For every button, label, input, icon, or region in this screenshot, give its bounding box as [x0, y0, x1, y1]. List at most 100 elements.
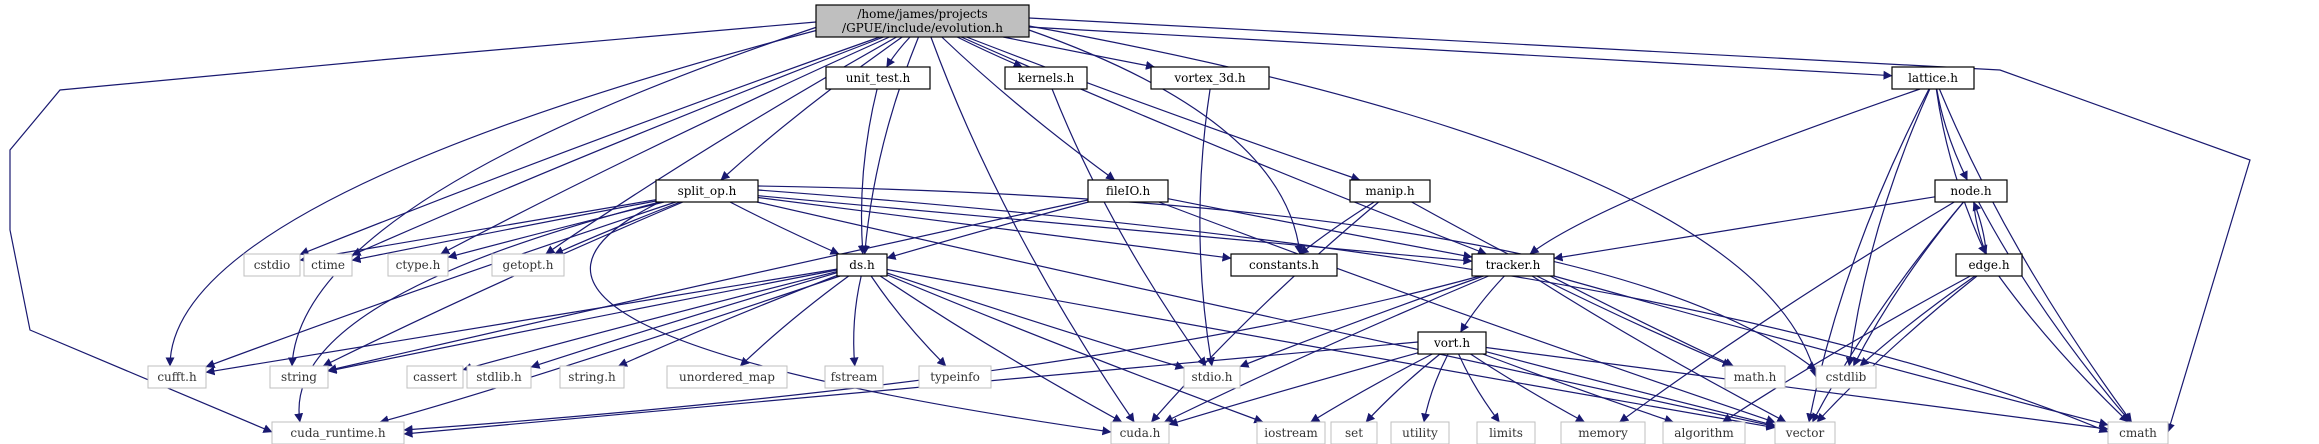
edge-manip-to-cuda_h: [1150, 201, 1379, 423]
node-label: node.h: [1950, 184, 1992, 198]
edge-evolution-to-ctype_h: [440, 36, 890, 255]
edge-vort-to-vector: [1485, 351, 1776, 428]
node-box: [1417, 331, 1487, 355]
node-vector[interactable]: vector: [1774, 421, 1836, 444]
node-label: kernels.h: [1018, 71, 1075, 85]
edge-ds-to-stdlib_h: [530, 272, 838, 369]
node-label: edge.h: [1968, 258, 2009, 272]
node-label: cufft.h: [157, 370, 197, 384]
edge-edge-to-cmath: [1998, 275, 2129, 423]
node-set[interactable]: set: [1330, 421, 1378, 444]
node-utility[interactable]: utility: [1390, 421, 1450, 444]
edge-tracker-to-vort: [1460, 275, 1505, 333]
node-split_op[interactable]: split_op.h: [655, 179, 759, 203]
node-limits[interactable]: limits: [1476, 421, 1536, 444]
node-label: cstdio: [254, 258, 290, 272]
edge-node-to-tracker: [1553, 196, 1936, 262]
node-label: iostream: [1264, 426, 1318, 440]
edge-vort-to-utility: [1421, 353, 1449, 423]
edge-lattice-to-node: [1936, 88, 1968, 181]
edge-manip-to-math_h: [1411, 201, 1734, 367]
node-unordered_map[interactable]: unordered_map: [666, 365, 788, 389]
node-cstdlib[interactable]: cstdlib: [1815, 365, 1877, 389]
node-cuda_h[interactable]: cuda.h: [1110, 421, 1170, 444]
node-string_h[interactable]: string.h: [559, 365, 625, 389]
node-box: [406, 365, 464, 389]
node-box: [491, 253, 565, 277]
node-ctime[interactable]: ctime: [303, 253, 353, 277]
node-stdio_h[interactable]: stdio.h: [1183, 365, 1241, 389]
edge-tracker-to-math_h: [1536, 275, 1732, 367]
node-box: [1230, 253, 1338, 277]
node-cstdio[interactable]: cstdio: [243, 253, 301, 277]
node-memory[interactable]: memory: [1560, 421, 1646, 444]
node-box: [825, 66, 931, 90]
edge-node-to-cmath: [1978, 201, 2131, 423]
edge-evolution-to-fileIO: [941, 36, 1116, 181]
edge-split_op-to-cstdlib: [757, 185, 1817, 371]
node-box: [559, 365, 625, 389]
node-label: vort.h: [1433, 336, 1470, 350]
node-math_h[interactable]: math.h: [1724, 365, 1786, 389]
node-label: ctime: [311, 258, 345, 272]
edge-fileIO-to-vector: [1158, 201, 1776, 424]
node-box: [1349, 179, 1431, 203]
node-constants[interactable]: constants.h: [1230, 253, 1338, 277]
node-cufft_h[interactable]: cufft.h: [147, 365, 207, 389]
edge-evolution-to-manip: [966, 36, 1361, 182]
node-edge[interactable]: edge.h: [1955, 253, 2023, 277]
edge-evolution-to-cufft_h: [165, 29, 819, 367]
node-iostream[interactable]: iostream: [1256, 421, 1326, 444]
edge-lattice-to-tracker: [1529, 88, 1921, 255]
edge-tracker-to-cuda_h: [1163, 275, 1489, 423]
node-cassert[interactable]: cassert: [406, 365, 464, 389]
node-getopt_h[interactable]: getopt.h: [491, 253, 565, 277]
node-ctype_h[interactable]: ctype.h: [387, 253, 449, 277]
node-box: [466, 365, 532, 389]
node-label: string.h: [568, 370, 616, 384]
node-manip[interactable]: manip.h: [1349, 179, 1431, 203]
edge-kernels-to-stdio_h: [1051, 88, 1207, 367]
edge-node-to-memory: [1619, 201, 1955, 423]
node-evolution[interactable]: /home/james/projects/GPUE/include/evolut…: [815, 4, 1030, 38]
node-node[interactable]: node.h: [1934, 179, 2008, 203]
edge-tracker-to-cmath: [1553, 275, 2109, 428]
node-lattice[interactable]: lattice.h: [1891, 66, 1975, 90]
node-string[interactable]: string: [269, 365, 329, 389]
edge-vort-to-limits: [1458, 353, 1500, 423]
node-box: [1774, 421, 1836, 444]
node-vort[interactable]: vort.h: [1417, 331, 1487, 355]
node-unit_test[interactable]: unit_test.h: [825, 66, 931, 90]
node-vortex_3d[interactable]: vortex_3d.h: [1150, 66, 1270, 90]
edge-evolution-to-kernels: [956, 36, 1023, 68]
edge-split_op-to-cufft_h: [205, 201, 676, 369]
edge-split_op-to-ctime: [351, 200, 657, 264]
node-fstream[interactable]: fstream: [824, 365, 884, 389]
node-box: [1150, 66, 1270, 90]
node-label: fstream: [831, 370, 878, 384]
node-box: [1724, 365, 1786, 389]
node-stdlib_h[interactable]: stdlib.h: [466, 365, 532, 389]
node-box: [1004, 66, 1088, 90]
node-typeinfo[interactable]: typeinfo: [918, 365, 992, 389]
node-cuda_runtime_h[interactable]: cuda_runtime.h: [271, 421, 405, 444]
node-label: unit_test.h: [846, 71, 911, 85]
node-label: cmath: [2119, 426, 2157, 440]
node-ds[interactable]: ds.h: [836, 253, 888, 277]
node-tracker[interactable]: tracker.h: [1471, 253, 1555, 277]
node-kernels[interactable]: kernels.h: [1004, 66, 1088, 90]
node-box: [269, 365, 329, 389]
node-box: [655, 179, 759, 203]
node-box: [918, 365, 992, 389]
edge-node-to-edge: [1973, 201, 1988, 255]
edge-ds-to-cuda_h: [879, 275, 1123, 423]
node-fileIO[interactable]: fileIO.h: [1087, 179, 1169, 203]
node-cmath[interactable]: cmath: [2107, 421, 2169, 444]
edge-lattice-to-edge: [1935, 88, 1987, 255]
node-box: [243, 253, 301, 277]
node-box: [271, 421, 405, 444]
node-label: stdlib.h: [476, 370, 522, 384]
edge-evolution-to-unit_test: [886, 36, 911, 68]
node-algorithm[interactable]: algorithm: [1662, 421, 1746, 444]
